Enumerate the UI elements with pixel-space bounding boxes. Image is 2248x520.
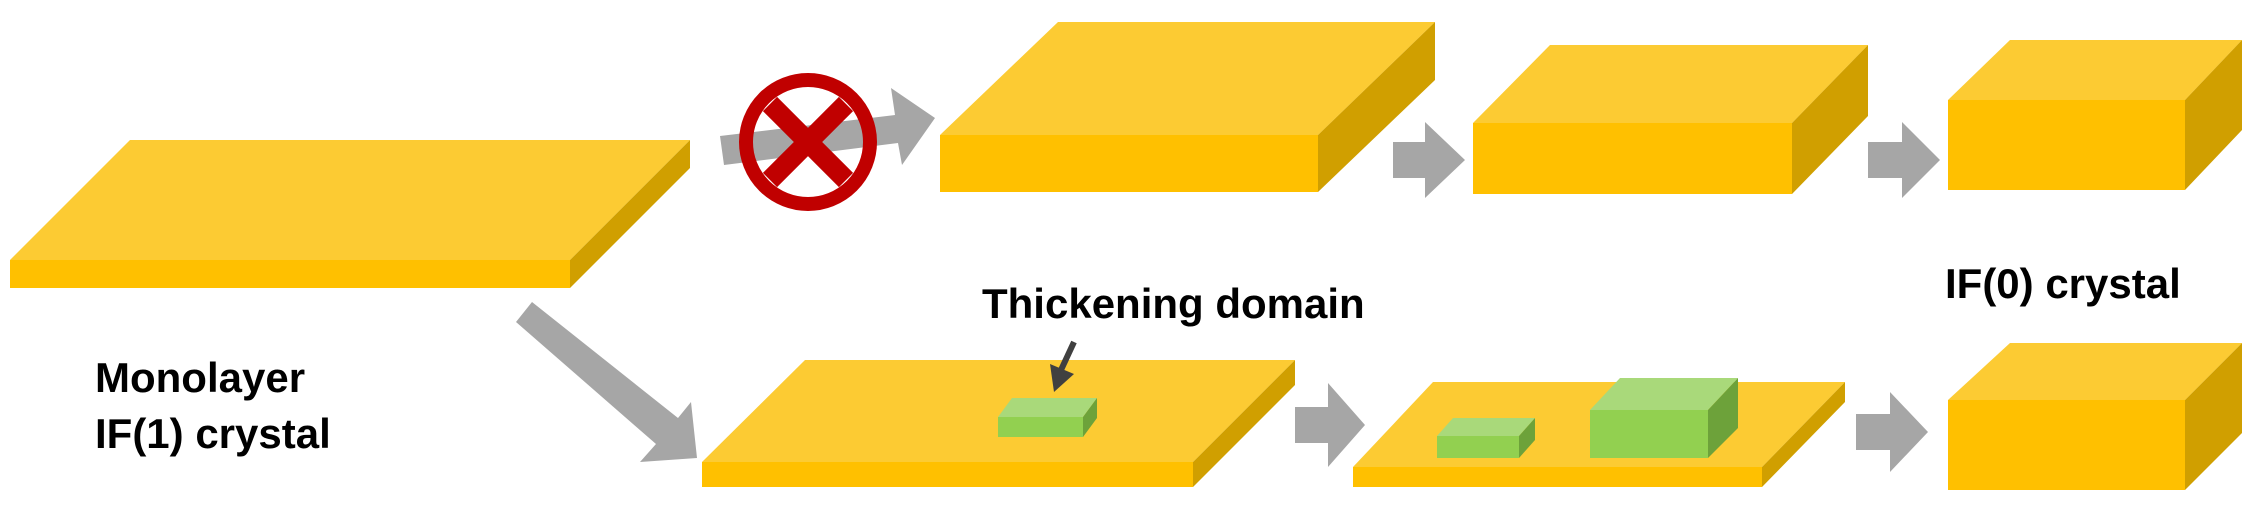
upper-slab-3-if0-crystal [1948,40,2242,190]
monolayer-label-line1: Monolayer [95,354,305,401]
monolayer-slab-front [10,260,570,288]
thickening-domain-label: Thickening domain [982,280,1365,327]
diagonal-arrow [516,302,697,462]
upper-slab-2 [1473,45,1868,194]
lower-arrow-2 [1856,392,1928,472]
lower-slab-3-if0-crystal [1948,343,2242,490]
thickening-domain-small [998,398,1097,437]
if0-crystal-label: IF(0) crystal [1945,260,2181,307]
monolayer-slab-side [570,140,690,288]
thickening-domain-pointer [1050,340,1077,392]
lower-slab-1 [702,360,1295,487]
monolayer-slab [10,140,690,288]
growing-domain-small [1437,418,1535,458]
growing-domain-large [1590,378,1738,458]
monolayer-slab-top [10,140,690,260]
upper-slab-1 [940,22,1435,192]
prohibited-icon [739,73,877,211]
upper-arrow-2 [1868,122,1940,198]
lower-arrow-1 [1295,383,1365,467]
upper-arrow-1 [1393,122,1465,198]
monolayer-label-line2: IF(1) crystal [95,410,331,457]
